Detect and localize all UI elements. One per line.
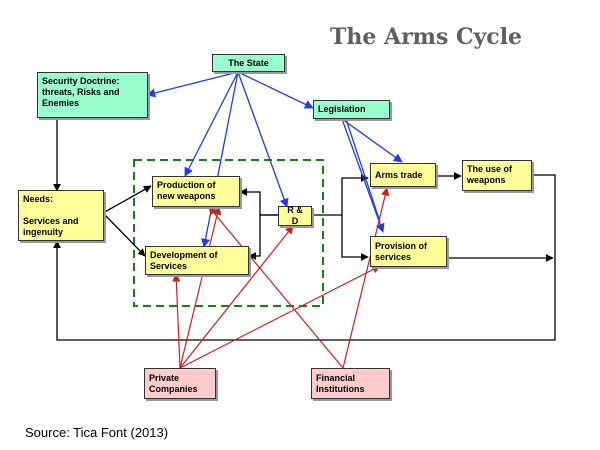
arrow-legislation-to-provision — [341, 118, 385, 233]
arrow-legislation-to-trade — [341, 118, 403, 163]
node-arms-trade: Arms trade — [370, 163, 436, 187]
arrow-needs-to-production — [102, 185, 152, 214]
industry-frame — [133, 159, 324, 307]
node-the-state: The State — [212, 54, 285, 72]
node-rnd: R & D — [278, 205, 312, 226]
node-needs: Needs: Services and ingenuity — [18, 190, 104, 241]
arrow-financial-to-production — [208, 206, 344, 369]
node-private-companies: Private Companies — [144, 368, 216, 399]
node-development: Development of Services — [145, 246, 249, 275]
arrow-rnd-to-provision — [341, 215, 369, 261]
node-provision-of-services: Provision of services — [370, 236, 447, 267]
arrow-legislation-to-provision-2 — [345, 118, 381, 223]
arrow-use-to-needs — [53, 174, 556, 341]
arrow-financial-to-trade — [342, 187, 390, 369]
diagram-title: The Arms Cycle — [330, 24, 523, 50]
arrow-private-to-production — [179, 206, 222, 369]
arrow-rnd-to-arms-trade — [311, 174, 369, 216]
arrow-state-to-production — [184, 71, 239, 177]
arrow-state-to-rnd — [237, 71, 289, 208]
arrow-private-to-provision — [179, 265, 381, 369]
arrow-rnd-to-development — [248, 214, 278, 260]
node-financial-institutions: Financial Institutions — [311, 368, 390, 399]
arrow-private-to-development — [172, 273, 181, 369]
node-production: Production of new weapons — [152, 176, 240, 207]
cycle-arrows — [53, 118, 556, 341]
arrow-state-to-legislation — [237, 71, 314, 109]
arrow-rnd-to-production — [239, 188, 278, 216]
arrow-private-to-rnd — [179, 225, 294, 369]
node-legislation: Legislation — [313, 100, 390, 119]
arrow-needs-to-development — [102, 212, 146, 257]
influence-arrows — [172, 187, 390, 369]
node-security-doctrine: Security Doctrine: threats, Risks and En… — [37, 72, 148, 118]
arrow-state-to-doctrine — [146, 71, 239, 98]
arrow-state-to-development — [201, 71, 239, 248]
source-caption: Source: Tica Font (2013) — [25, 425, 169, 440]
state-arrows — [146, 71, 403, 248]
node-use-of-weapons: The use of weapons — [462, 160, 532, 191]
